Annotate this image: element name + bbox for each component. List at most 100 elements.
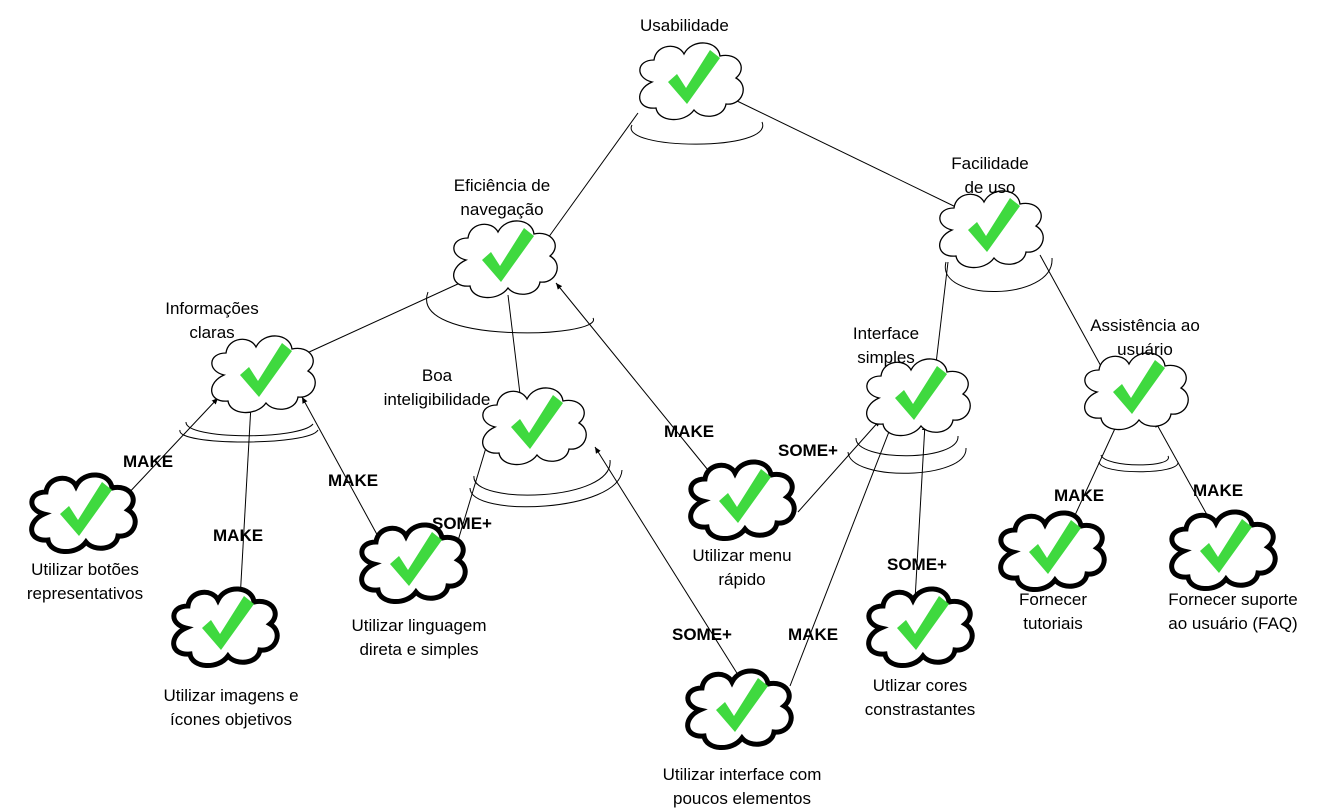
label-facilidade: Facilidade de uso — [938, 152, 1042, 200]
edge-facilidade-interface — [934, 261, 949, 373]
label-line: de uso — [964, 178, 1016, 197]
label-eficiencia: Eficiência de navegação — [440, 174, 564, 222]
op-utilizar-cores[interactable] — [869, 589, 973, 666]
label-line: ícones objetivos — [170, 710, 292, 729]
label-line: usuário — [1117, 340, 1173, 359]
label-fornecer-suporte: Fornecer suporte ao usuário (FAQ) — [1150, 588, 1316, 636]
edge-poucos-interface — [789, 423, 893, 687]
op-utilizar-imagens[interactable] — [174, 589, 278, 666]
edges — [124, 99, 1212, 687]
label-line: inteligibilidade — [383, 390, 491, 409]
label-line: navegação — [460, 200, 544, 219]
label-informacoes: Informações claras — [150, 297, 274, 345]
and-arc-usabilidade — [630, 121, 763, 145]
op-utilizar-botoes[interactable] — [32, 475, 136, 552]
label-line: representativos — [26, 584, 144, 603]
edge-linguagem-boa — [456, 440, 489, 545]
contribution-cores: SOME+ — [887, 555, 947, 574]
label-line: Utilizar menu — [692, 546, 792, 565]
edge-usabilidade-eficiencia — [547, 112, 639, 239]
label-assistencia: Assistência ao usuário — [1075, 314, 1215, 362]
edge-poucos-boa — [594, 446, 741, 679]
label-line: constrastantes — [864, 700, 976, 719]
and-arc-informacoes-2 — [179, 429, 319, 443]
op-fornecer-suporte[interactable] — [1172, 512, 1276, 589]
label-utilizar-botoes: Utilizar botões representativos — [12, 558, 158, 606]
label-line: direta e simples — [359, 640, 479, 659]
label-line: Facilidade — [951, 154, 1029, 173]
softgoal-assistencia[interactable] — [1084, 352, 1189, 431]
label-line: Fornecer suporte — [1168, 590, 1298, 609]
softgoal-interface[interactable] — [866, 358, 971, 437]
label-line: rápido — [718, 570, 766, 589]
edge-linguagem-informacoes — [301, 396, 381, 541]
softgoal-informacoes[interactable] — [211, 335, 316, 414]
op-fornecer-tutoriais[interactable] — [1001, 513, 1105, 590]
label-boa: Boa inteligibilidade — [370, 364, 504, 412]
contribution-linguagem-info: MAKE — [328, 471, 379, 490]
label-line: simples — [857, 348, 915, 367]
contribution-menu-interface: SOME+ — [778, 441, 838, 460]
contribution-suporte: MAKE — [1193, 481, 1244, 500]
edge-tutoriais-assistencia — [1069, 421, 1119, 527]
and-arc-assistencia-1 — [1100, 454, 1169, 466]
edge-eficiencia-informacoes — [306, 282, 461, 354]
edge-facilidade-assistencia — [1039, 254, 1103, 369]
softgoal-usabilidade[interactable] — [639, 42, 744, 121]
and-arc-informacoes-1 — [185, 421, 314, 437]
op-utilizar-linguagem[interactable] — [362, 525, 466, 602]
softgoal-eficiencia[interactable] — [453, 220, 558, 299]
and-arc-interface-2 — [847, 447, 967, 474]
edge-eficiencia-boa — [507, 294, 521, 395]
contribution-menu-eficiencia: MAKE — [664, 422, 715, 441]
op-utilizar-interface-poucos[interactable] — [688, 671, 792, 748]
label-line: claras — [189, 323, 235, 342]
and-arc-boa-1 — [473, 459, 611, 496]
contribution-linguagem-boa: SOME+ — [432, 514, 492, 533]
label-line: Interface — [852, 324, 920, 343]
label-fornecer-tutoriais: Fornecer tutoriais — [1000, 588, 1106, 636]
edge-menu-eficiencia — [555, 282, 713, 476]
edge-botoes-informacoes — [124, 397, 219, 498]
contribution-poucos-interface: MAKE — [788, 625, 839, 644]
label-line: Eficiência de — [453, 176, 551, 195]
and-arc-assistencia-2 — [1098, 461, 1179, 473]
label-line: tutoriais — [1023, 614, 1083, 633]
label-utilizar-linguagem: Utilizar linguagem direta e simples — [336, 614, 502, 662]
label-utilizar-imagens: Utilizar imagens e ícones objetivos — [148, 684, 314, 732]
label-line: Utilizar interface com — [662, 765, 822, 784]
and-arc-eficiencia — [426, 291, 594, 334]
label-line: ao usuário (FAQ) — [1168, 614, 1298, 633]
label-line: Utlizar cores — [872, 676, 968, 695]
and-arc-boa-2 — [469, 469, 623, 508]
label-utilizar-menu: Utilizar menu rápido — [678, 544, 806, 592]
label-interface: Interface simples — [838, 322, 934, 370]
label-utilizar-interface-poucos: Utilizar interface com poucos elementos — [642, 763, 842, 811]
and-arcs — [179, 121, 1179, 508]
edge-menu-interface — [797, 419, 881, 513]
and-arc-facilidade — [944, 257, 1053, 292]
edge-suporte-assistencia — [1154, 420, 1212, 523]
label-line: Usabilidade — [640, 16, 729, 35]
edge-usabilidade-facilidade — [734, 99, 963, 211]
label-usabilidade: Usabilidade — [640, 14, 729, 38]
contribution-poucos-boa: SOME+ — [672, 625, 732, 644]
edge-imagens-informacoes — [239, 404, 254, 601]
and-arc-interface-1 — [855, 435, 959, 457]
softgoal-nodes — [211, 42, 1189, 466]
label-line: Utilizar botões — [31, 560, 139, 579]
contribution-tutoriais: MAKE — [1054, 486, 1105, 505]
softgoal-facilidade[interactable] — [939, 190, 1044, 269]
contribution-botoes: MAKE — [123, 452, 174, 471]
label-line: Fornecer — [1018, 590, 1088, 609]
contribution-imagens: MAKE — [213, 526, 264, 545]
label-line: poucos elementos — [673, 789, 811, 808]
label-line: Informações — [165, 299, 259, 318]
op-utilizar-menu[interactable] — [691, 462, 795, 539]
label-line: Utilizar linguagem — [351, 616, 487, 635]
label-line: Boa — [421, 366, 453, 385]
label-line: Assistência ao — [1090, 316, 1200, 335]
label-utilizar-cores: Utlizar cores constrastantes — [852, 674, 988, 722]
edge-cores-interface — [914, 423, 928, 601]
